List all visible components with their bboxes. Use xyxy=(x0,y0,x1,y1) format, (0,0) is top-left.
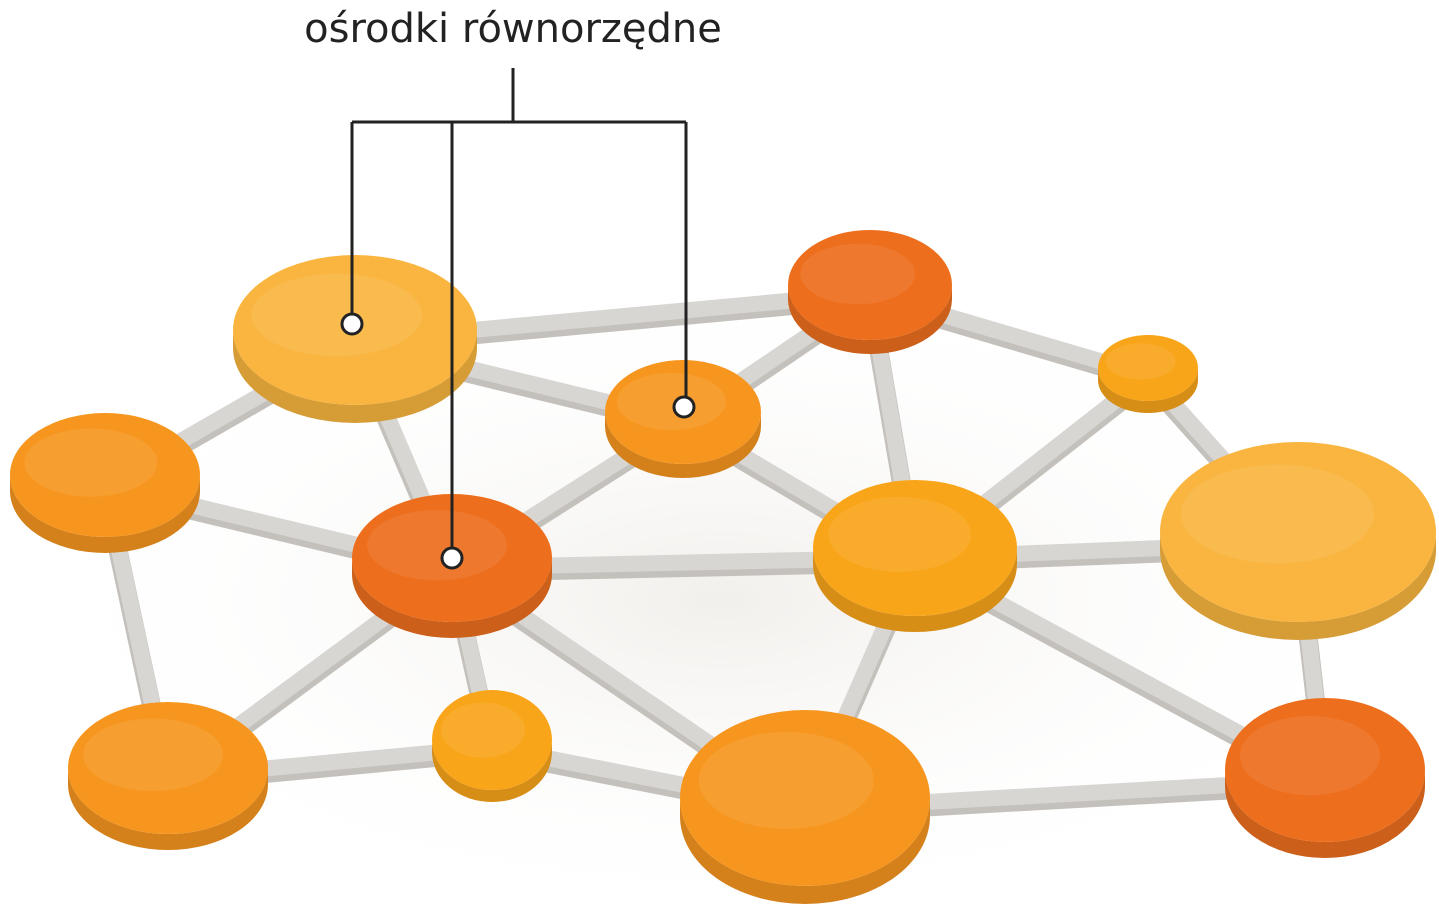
node-side xyxy=(1098,368,1198,413)
node-bottom-center xyxy=(680,710,930,904)
node-highlight xyxy=(1240,716,1380,796)
node-highlight xyxy=(1180,464,1374,564)
node-highlight xyxy=(441,702,525,758)
node-highlight xyxy=(828,497,972,572)
caption-leader-lines xyxy=(340,68,696,570)
node-highlight xyxy=(1105,343,1176,380)
node-top-face xyxy=(1225,698,1425,842)
caption-peer-centers: ośrodki równorzędne xyxy=(304,6,722,52)
leader-dot-center xyxy=(672,395,696,419)
node-left-edge xyxy=(10,413,200,553)
node-side xyxy=(1160,532,1436,640)
node-highlight xyxy=(251,273,423,357)
node-highlight xyxy=(83,718,223,792)
node-side xyxy=(233,330,477,423)
node-side xyxy=(352,558,552,638)
node-top-left-large xyxy=(233,255,477,423)
node-bottom-small xyxy=(432,690,552,802)
leader-dot-top-left xyxy=(340,312,364,336)
node-side xyxy=(432,740,552,802)
node-top-right-small xyxy=(1098,335,1198,413)
node-side xyxy=(680,798,930,904)
node-top-face xyxy=(680,710,930,886)
node-top-center xyxy=(788,230,952,354)
node-center-right xyxy=(813,480,1017,632)
node-right-large xyxy=(1160,442,1436,640)
node-top-face xyxy=(1160,442,1436,622)
node-highlight xyxy=(800,243,916,305)
node-side xyxy=(605,412,761,478)
node-side xyxy=(68,768,268,850)
node-top-face xyxy=(68,702,268,834)
node-highlight xyxy=(24,428,158,497)
node-top-face xyxy=(788,230,952,340)
node-top-face xyxy=(432,690,552,790)
node-side xyxy=(788,285,952,354)
network-nodes xyxy=(10,230,1436,904)
node-side xyxy=(10,475,200,553)
node-bottom-left xyxy=(68,702,268,850)
node-highlight xyxy=(616,373,726,431)
node-top-face xyxy=(10,413,200,537)
node-side xyxy=(813,548,1017,632)
node-center-peer xyxy=(605,360,761,478)
node-side xyxy=(1225,770,1425,858)
node-bottom-right xyxy=(1225,698,1425,858)
node-top-face xyxy=(813,480,1017,616)
node-highlight xyxy=(698,732,874,829)
node-highlight xyxy=(367,510,507,581)
node-top-face xyxy=(1098,335,1198,401)
leader-dot-center-left xyxy=(440,546,464,570)
